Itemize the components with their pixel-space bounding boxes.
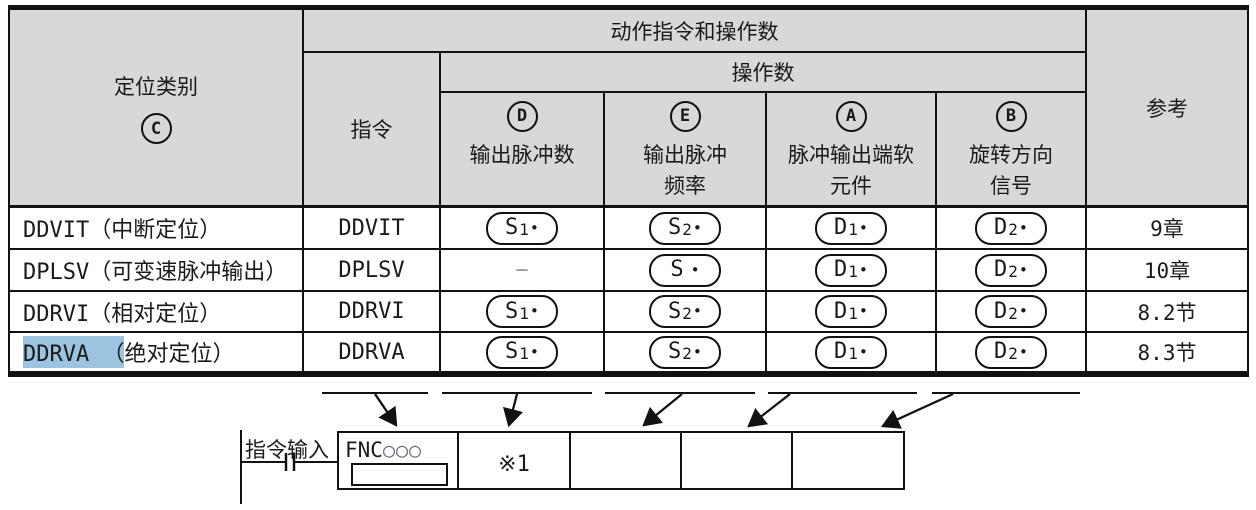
header-category: 定位类别 C xyxy=(10,10,304,208)
note-ref-1: ※1 xyxy=(498,452,530,477)
header-col-rotation-direction: B 旋转方向 信号 xyxy=(937,93,1087,208)
fnc-label: FNC○○○ xyxy=(345,438,423,462)
header-col-output-pulses: D 输出脉冲数 xyxy=(441,93,605,208)
header-operand-group: 操作数 xyxy=(441,53,1087,93)
circled-e-icon: E xyxy=(669,101,701,132)
table-row-ddrvi-instruction: DDRVI xyxy=(304,292,441,333)
circled-b-icon: B xyxy=(995,101,1027,132)
table-row-dplsv-reference: 10章 xyxy=(1087,250,1247,292)
instruction-input-label: 指令输入 xyxy=(245,439,329,462)
table-row-dplsv-category: DPLSV（可变速脉冲输出） xyxy=(10,250,304,292)
table-row-ddrva-reference: 8.3节 xyxy=(1137,341,1197,365)
positioning-instruction-table: 定位类别 C 动作指令和操作数 参考 指令 操作数 D 输出脉冲数 E 输出脉冲… xyxy=(8,5,1249,377)
table-row-ddrvi-category: DDRVI（相对定位） xyxy=(10,292,304,333)
table-row-ddvit-instruction: DDVIT xyxy=(304,208,441,250)
fnc-number-box xyxy=(351,463,448,486)
header-col-pulse-output-device: A 脉冲输出端软 元件 xyxy=(767,93,937,208)
circled-d-icon: D xyxy=(506,101,538,132)
operand-pill-s: S• xyxy=(649,253,721,287)
operand-cell: S• xyxy=(605,250,767,292)
operand-cell: − xyxy=(441,250,605,292)
ladder-rung xyxy=(240,430,905,504)
circled-c-icon: C xyxy=(140,113,172,144)
header-instruction: 指令 xyxy=(304,53,441,208)
no-operand-dash: − xyxy=(515,257,529,283)
circled-a-icon: A xyxy=(835,101,867,132)
header-col-pulse-frequency: E 输出脉冲 频率 xyxy=(605,93,767,208)
table-row-ddrvi-reference: 8.2节 xyxy=(1087,292,1247,333)
table-row-ddrva-instruction: DDRVA xyxy=(304,333,441,371)
table-row-ddvit-category: DDVIT（中断定位） xyxy=(10,208,304,250)
header-action-operands: 动作指令和操作数 xyxy=(304,10,1087,53)
selected-text-highlight: DDRVA （ xyxy=(23,336,125,368)
category-label: 定位类别 xyxy=(114,76,198,99)
table-row-dplsv-instruction: DPLSV xyxy=(304,250,441,292)
instruction-block xyxy=(337,431,905,490)
table-row-ddrva-category: DDRVA （绝对定位） xyxy=(10,333,304,371)
mapping-arrows xyxy=(374,392,954,429)
table-row-ddvit-reference: 9章 xyxy=(1087,208,1247,250)
fnc-placeholder-circles: ○○○ xyxy=(382,438,423,462)
header-reference: 参考 xyxy=(1087,10,1247,208)
